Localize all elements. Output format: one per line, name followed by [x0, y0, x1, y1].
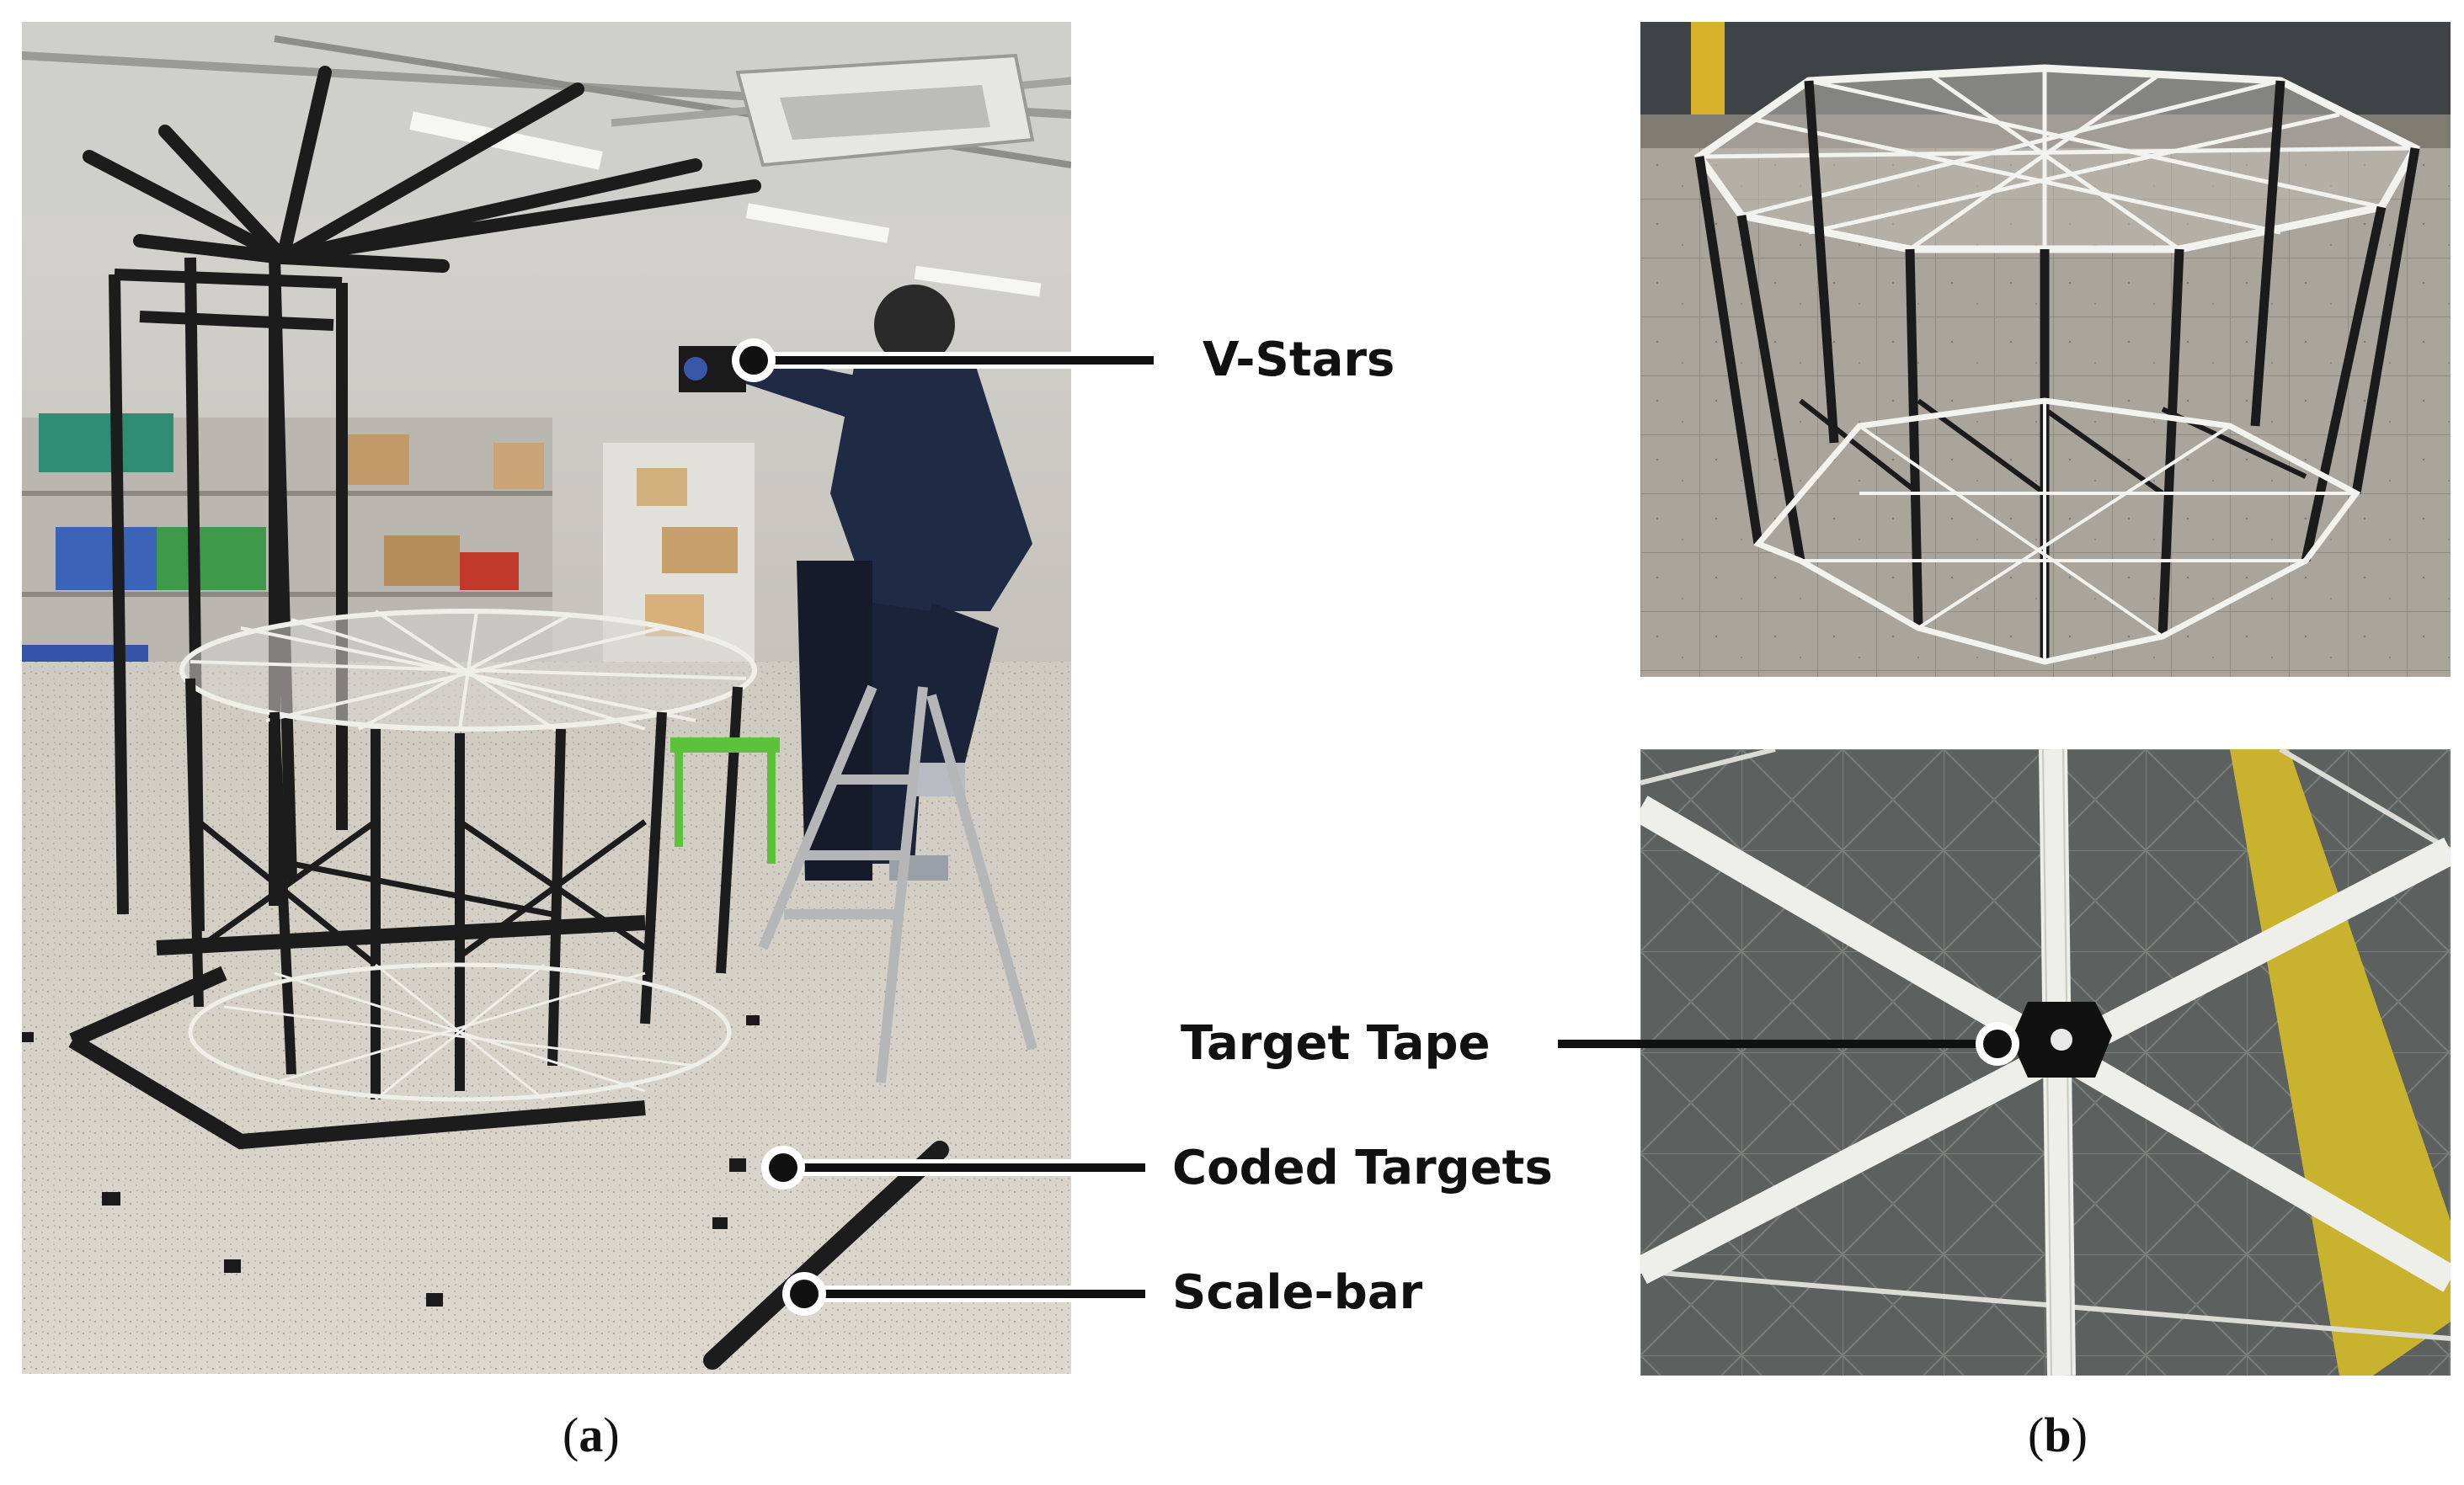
caption-b-letter: b: [2044, 1408, 2072, 1462]
photo-b-structure: [1640, 22, 2451, 677]
label-coded-targets: Coded Targets: [1172, 1141, 1553, 1195]
photo-b-closeup-illustration: [1640, 749, 2451, 1376]
target-tape-marker: [2011, 1002, 2112, 1078]
caption-a: (a): [563, 1408, 620, 1462]
coded-targets-on-floor: [22, 1015, 760, 1307]
label-v-stars: V-Stars: [1203, 333, 1395, 387]
label-scale-bar: Scale-bar: [1172, 1265, 1423, 1320]
person-figure: [679, 285, 1032, 881]
photo-a-lab-setup: [22, 22, 1071, 1374]
photo-b-structure-illustration: [1640, 22, 2451, 677]
scale-bar-object: [703, 1141, 949, 1370]
photo-b-target-tape-closeup: [1640, 749, 2451, 1376]
caption-b: (b): [2028, 1408, 2088, 1462]
caption-a-letter: a: [579, 1408, 604, 1462]
label-target-tape: Target Tape: [1181, 1016, 1491, 1071]
photo-a-illustration: [22, 22, 1071, 1374]
